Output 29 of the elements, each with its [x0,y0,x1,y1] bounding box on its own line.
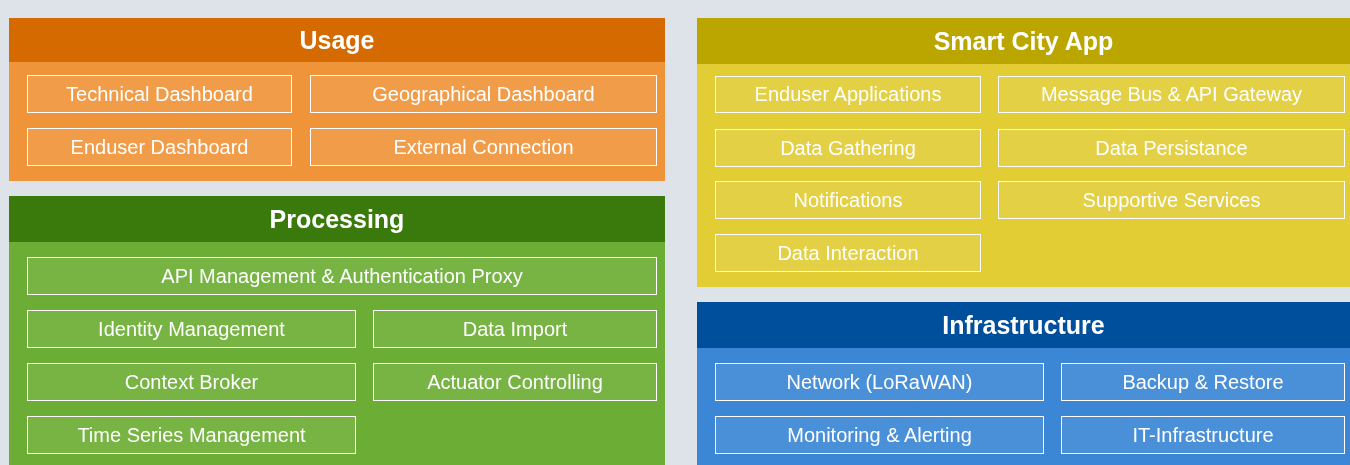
component-box: Time Series Management [27,416,356,454]
component-box: Enduser Dashboard [27,128,292,166]
panel-title: Usage [9,18,665,62]
component-box: Message Bus & API Gateway [998,76,1345,113]
component-box: API Management & Authentication Proxy [27,257,657,295]
component-box: Geographical Dashboard [310,75,657,113]
panel-title: Infrastructure [697,302,1350,348]
component-box: Identity Management [27,310,356,348]
component-box: Supportive Services [998,181,1345,219]
component-box: Backup & Restore [1061,363,1345,401]
component-box: Data Import [373,310,657,348]
component-box: Enduser Applications [715,76,981,113]
component-box: Data Interaction [715,234,981,272]
panel-title: Smart City App [697,18,1350,64]
component-box: Technical Dashboard [27,75,292,113]
component-box: Network (LoRaWAN) [715,363,1044,401]
component-box: Notifications [715,181,981,219]
component-box: External Connection [310,128,657,166]
layer-panel [697,302,1350,465]
layer-panel [9,18,665,181]
component-box: IT-Infrastructure [1061,416,1345,454]
component-box: Data Gathering [715,129,981,167]
component-box: Context Broker [27,363,356,401]
component-box: Data Persistance [998,129,1345,167]
layer-panel [9,196,665,465]
panel-title: Processing [9,196,665,242]
layer-panel [697,18,1350,287]
component-box: Actuator Controlling [373,363,657,401]
component-box: Monitoring & Alerting [715,416,1044,454]
